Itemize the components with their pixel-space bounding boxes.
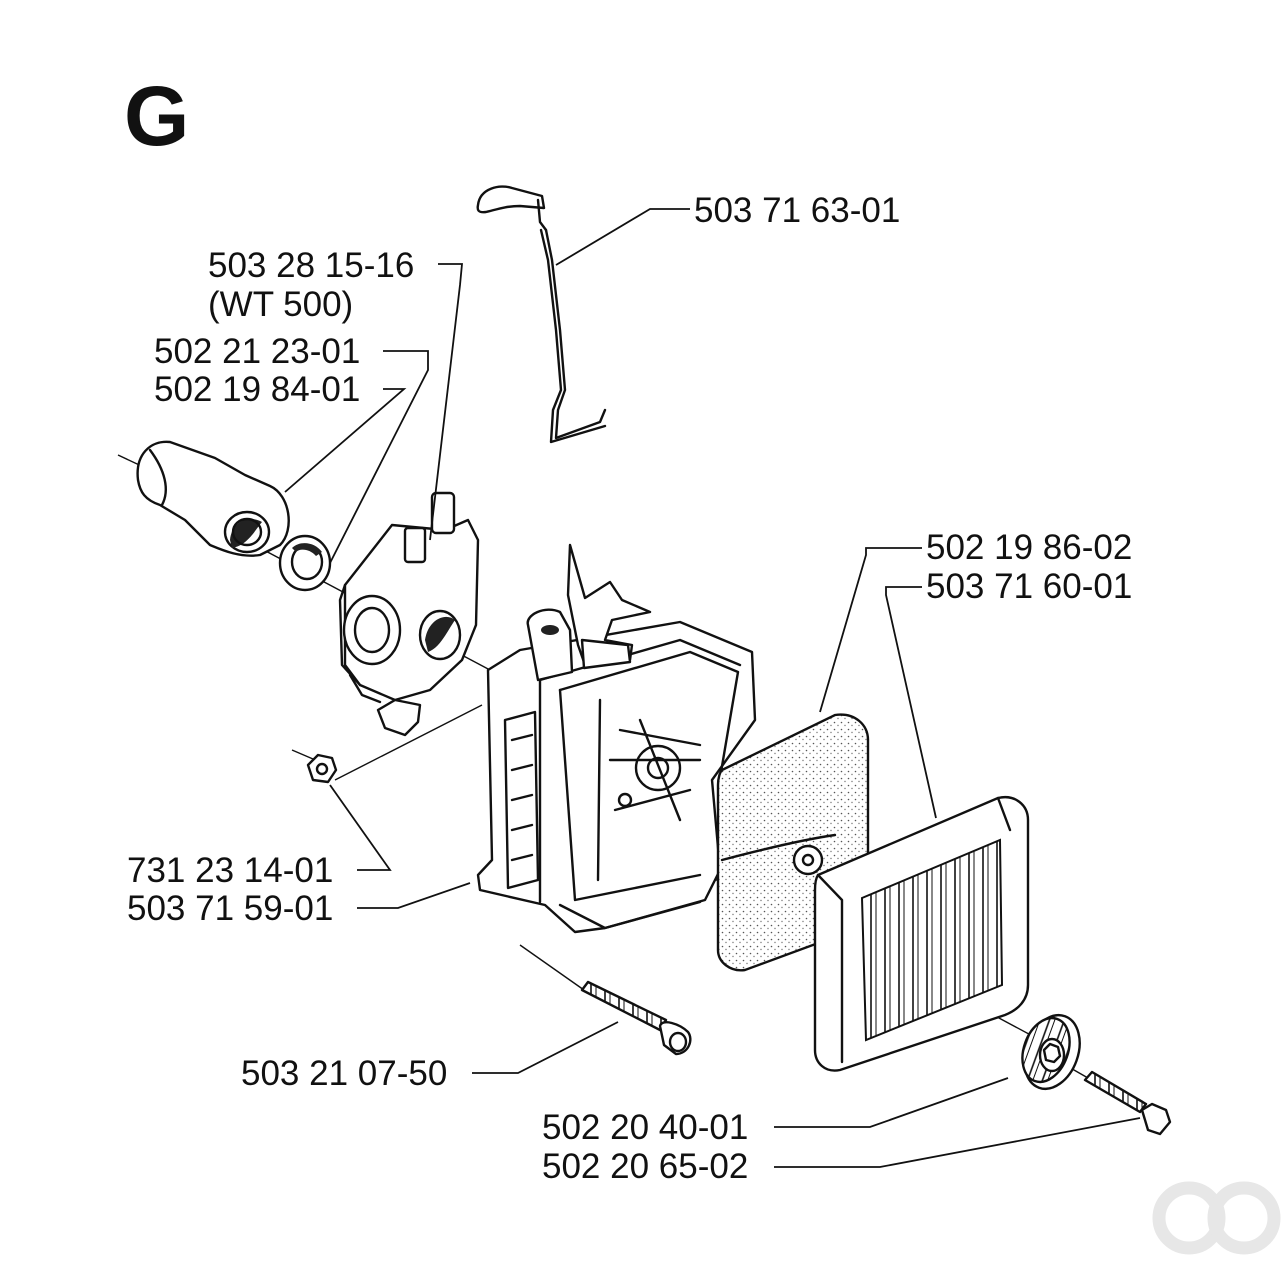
knob-screw <box>1083 1070 1172 1136</box>
leader-lines <box>284 208 1141 1168</box>
filter-knob <box>1021 1014 1081 1090</box>
housing-screw <box>580 980 692 1056</box>
label-knob-screw: 502 20 65-02 <box>542 1147 749 1186</box>
label-filter-housing: 503 71 59-01 <box>127 889 334 928</box>
intake-ring <box>278 534 332 592</box>
label-gasket: 502 21 23-01 <box>154 332 361 371</box>
intake-adapter <box>136 440 290 557</box>
nut <box>306 753 338 784</box>
filter-housing <box>476 543 757 934</box>
label-intake-ring: 502 19 84-01 <box>154 370 361 409</box>
carburetor <box>338 491 480 737</box>
section-letter: G <box>124 69 190 163</box>
label-housing-screw: 503 21 07-50 <box>241 1054 448 1093</box>
label-primer-rod: 503 71 63-01 <box>694 191 901 230</box>
watermark-logo-icon <box>1152 1181 1281 1255</box>
label-filter-element: 503 71 60-01 <box>926 567 1133 606</box>
label-knob: 502 20 40-01 <box>542 1108 749 1147</box>
label-nut: 731 23 14-01 <box>127 851 334 890</box>
primer-rod <box>476 185 607 444</box>
label-carburetor-model: (WT 500) <box>208 285 354 324</box>
label-filter-foam: 502 19 86-02 <box>926 528 1133 567</box>
label-carburetor: 503 28 15-16 <box>208 246 415 285</box>
filter-element <box>813 795 1030 1072</box>
